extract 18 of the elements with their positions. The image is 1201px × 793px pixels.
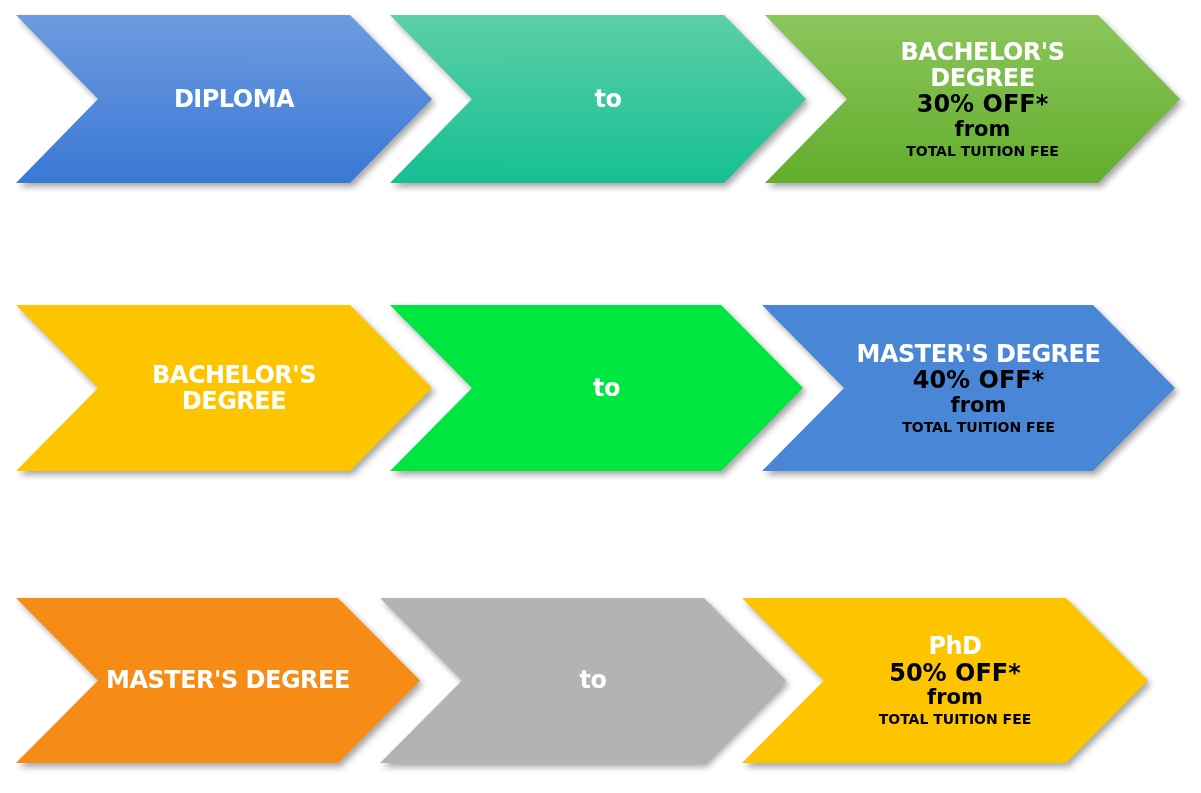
discount-text: from (927, 686, 983, 710)
discount-text: 30% OFF* (916, 91, 1049, 118)
discount-text: TOTAL TUITION FEE (878, 712, 1032, 728)
chevron-label: to (579, 667, 607, 694)
chevron-label: to (594, 85, 622, 113)
chevron-label: MASTER'S DEGREE (106, 667, 350, 694)
chevron-label: to (593, 374, 620, 402)
chevron-label: MASTER'S DEGREE (856, 340, 1101, 368)
discount-text: 40% OFF* (912, 367, 1045, 394)
chevron-label: DIPLOMA (173, 85, 295, 113)
chevron-label: BACHELOR'S DEGREE (899, 38, 1066, 92)
discount-text: from (954, 117, 1011, 141)
discount-text: TOTAL TUITION FEE (906, 143, 1059, 160)
chevron-label: BACHELOR'S DEGREE (151, 361, 317, 415)
discount-text: 50% OFF* (889, 659, 1021, 687)
discount-text: from (950, 393, 1007, 417)
chevron-label: PhD (928, 633, 982, 660)
discount-text: TOTAL TUITION FEE (902, 419, 1055, 436)
